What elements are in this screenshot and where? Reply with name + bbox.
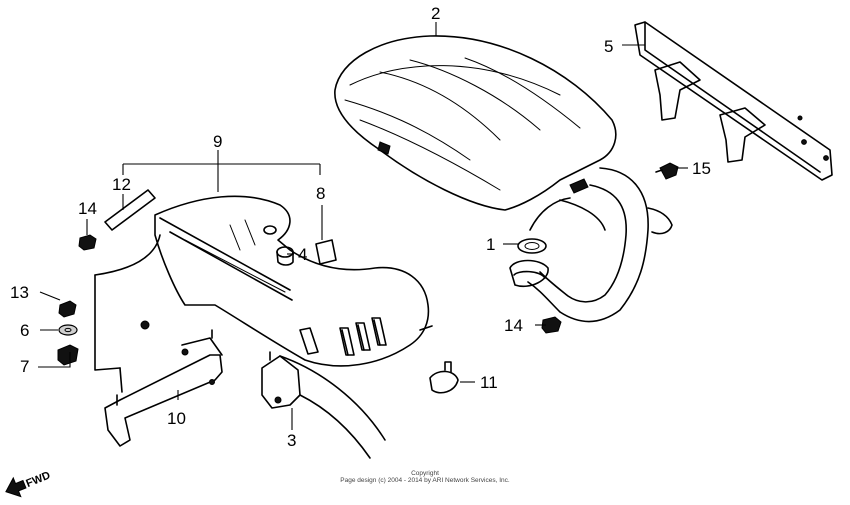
footer-copyright: Copyright (411, 470, 439, 477)
callout-10: 10 (167, 409, 186, 428)
rubber-mount-lower[interactable] (541, 316, 562, 334)
footer-page-design: Page design (c) 2004 - 2014 by ARI Netwo… (340, 477, 510, 484)
callout-11: 11 (480, 373, 498, 392)
callout-14-upper: 14 (78, 199, 97, 218)
exhaust-stay[interactable] (104, 329, 223, 447)
rubber-13[interactable] (58, 300, 77, 318)
callout-6: 6 (20, 321, 29, 340)
muffler[interactable] (334, 35, 617, 211)
callout-5: 5 (604, 37, 613, 56)
heat-shield-seal[interactable] (104, 189, 156, 231)
callout-8: 8 (316, 184, 325, 203)
muffler-bracket[interactable] (634, 21, 833, 181)
cap[interactable] (276, 246, 294, 266)
callout-12: 12 (112, 175, 131, 194)
protector-tag[interactable] (315, 239, 337, 265)
callout-13: 13 (10, 283, 29, 302)
washer-6[interactable] (58, 324, 78, 336)
callout-14-lower: 14 (504, 316, 523, 335)
callout-1: 1 (486, 235, 495, 254)
exhaust-gasket[interactable] (517, 238, 547, 254)
rubber-7[interactable] (57, 344, 79, 366)
fwd-arrow-icon (5, 476, 27, 498)
bracket-bolt[interactable] (655, 162, 679, 180)
exhaust-band[interactable] (261, 351, 386, 459)
callout-3: 3 (287, 431, 296, 450)
callout-labels: 2 5 15 1 14 11 4 8 9 12 14 13 6 7 10 3 (10, 4, 711, 450)
collar[interactable] (429, 361, 459, 394)
heat-protector[interactable] (140, 195, 433, 367)
callout-15: 15 (692, 159, 711, 178)
callout-4: 4 (298, 245, 307, 264)
protector-stay[interactable] (94, 234, 161, 393)
callout-2: 2 (431, 4, 440, 23)
rubber-mount-upper[interactable] (78, 234, 97, 251)
leader-lines (38, 22, 688, 430)
callout-7: 7 (20, 357, 29, 376)
callout-9: 9 (213, 132, 222, 151)
exhaust-pipe[interactable] (509, 167, 673, 323)
